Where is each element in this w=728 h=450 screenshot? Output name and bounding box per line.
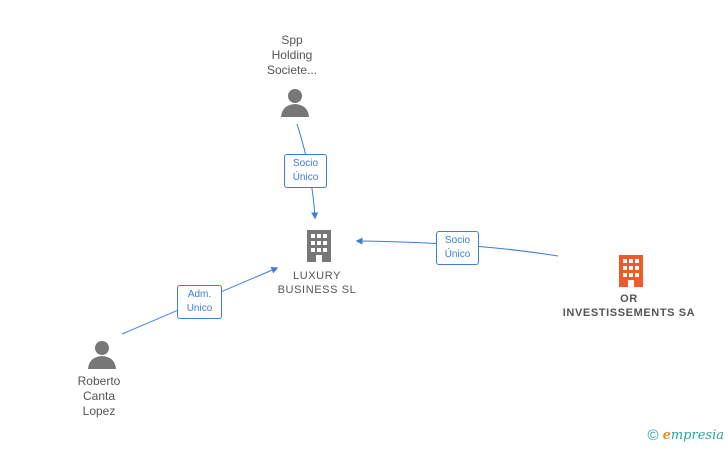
person-icon[interactable] [86, 338, 118, 370]
edge-label-adm-unico: Adm. Unico [177, 285, 222, 319]
node-label-roberto-canta-lopez[interactable]: Roberto Canta Lopez [77, 374, 121, 418]
node-label-spp-holding[interactable]: Spp Holding Societe... [266, 33, 318, 77]
copyright-icon: © [647, 427, 659, 444]
node-label-luxury-business[interactable]: LUXURY BUSINESS SL [277, 270, 357, 296]
brand-name: empresia [662, 428, 724, 443]
edge-label-socio-unico-or: Socio Único [436, 231, 479, 265]
edge-label-socio-unico-spp: Socio Único [284, 154, 327, 188]
highlighted-building-icon[interactable] [617, 253, 645, 287]
person-icon[interactable] [279, 86, 311, 118]
building-icon[interactable] [305, 228, 333, 262]
node-label-or-investissements[interactable]: OR INVESTISSEMENTS SA [562, 293, 696, 319]
brand-watermark: © empresia [648, 427, 724, 444]
